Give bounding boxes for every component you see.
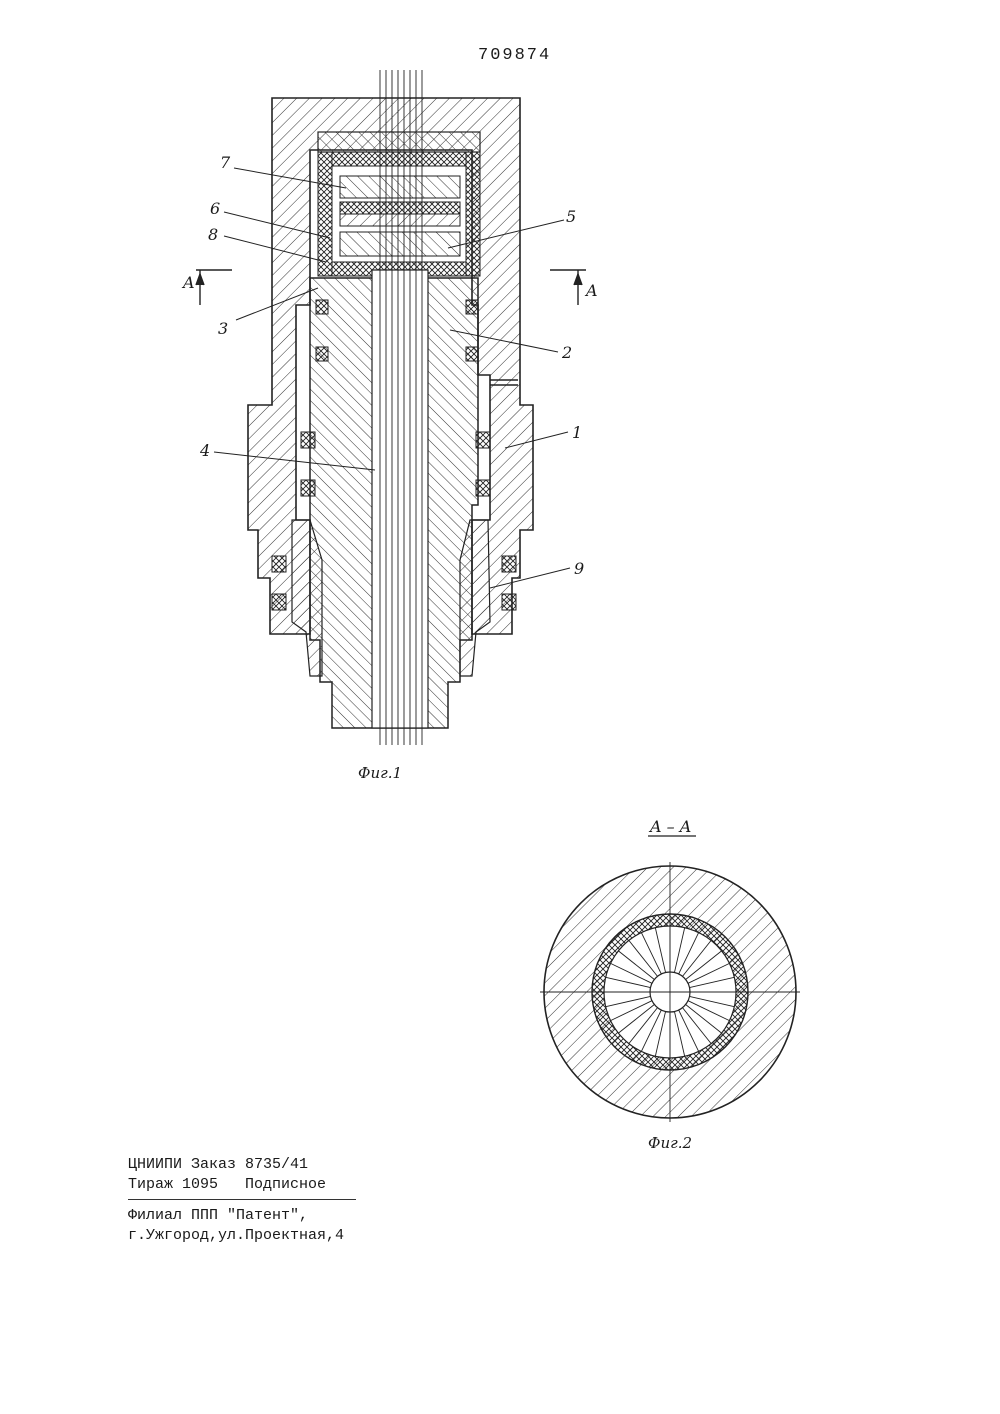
part-label-2: 2 — [561, 343, 572, 362]
part-label-8: 8 — [208, 225, 218, 244]
insulating-sleeve-right — [466, 152, 480, 276]
disc-middle-insulator — [340, 202, 460, 214]
section-mark-label-left: A — [181, 273, 195, 292]
imprint-block: ЦНИИПИ Заказ 8735/41 Тираж 1095 Подписно… — [128, 1155, 356, 1246]
top-cap — [318, 132, 480, 152]
part-label-6: 6 — [210, 199, 220, 218]
section-mark-left — [196, 270, 232, 305]
figure-1: A A 7 6 8 3 5 2 1 4 9 Фиг.1 — [181, 70, 598, 782]
part-label-4: 4 — [199, 441, 210, 460]
imprint-line-1: ЦНИИПИ Заказ 8735/41 — [128, 1155, 356, 1175]
imprint-divider — [128, 1199, 356, 1200]
disc-middle — [340, 214, 460, 226]
disc-lower — [340, 232, 460, 256]
figure-1-caption: Фиг.1 — [358, 764, 402, 782]
part-label-5: 5 — [566, 207, 576, 226]
part-label-7: 7 — [220, 153, 231, 172]
section-mark-label-right: A — [584, 281, 598, 300]
imprint-line-2: Тираж 1095 Подписное — [128, 1175, 356, 1195]
part-label-3: 3 — [218, 319, 228, 338]
print-run: Тираж 1095 — [128, 1176, 218, 1193]
disc-upper — [340, 176, 460, 198]
subscription-note: Подписное — [245, 1176, 326, 1193]
section-title: A – A — [648, 817, 691, 836]
imprint-line-4: г.Ужгород,ул.Проектная,4 — [128, 1226, 356, 1246]
insulating-sleeve-left — [318, 152, 332, 276]
clamping-bushing-left — [292, 520, 322, 676]
clamping-bushing-right — [460, 520, 490, 676]
section-mark-right — [550, 270, 586, 305]
part-label-9: 9 — [574, 559, 584, 578]
imprint-line-3: Филиал ППП "Патент", — [128, 1206, 356, 1226]
figure-2: A – A Фиг.2 — [540, 817, 800, 1152]
insulating-layer-top — [332, 152, 466, 166]
part-label-1: 1 — [572, 423, 582, 442]
figure-2-caption: Фиг.2 — [648, 1134, 692, 1152]
